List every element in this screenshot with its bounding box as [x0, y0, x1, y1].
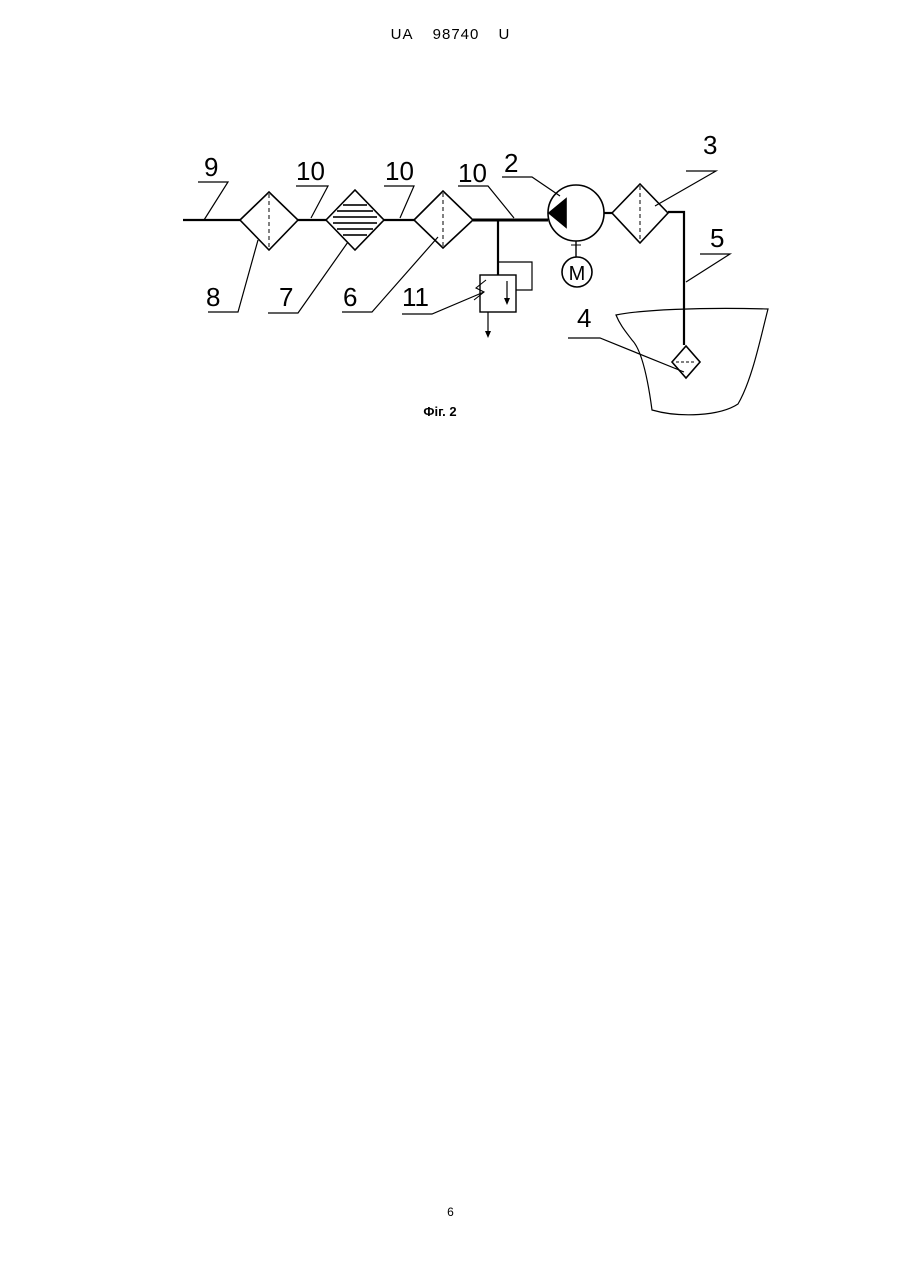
- patent-kind: U: [499, 26, 511, 43]
- label-3: 3: [703, 130, 717, 160]
- hydraulic-diagram: M: [160, 100, 780, 445]
- filter-3: [612, 184, 668, 243]
- motor-label: M: [569, 263, 586, 285]
- filter-6: [414, 191, 473, 248]
- label-10-a: 10: [296, 156, 325, 186]
- patent-country: UA: [391, 26, 414, 43]
- label-2: 2: [504, 148, 518, 178]
- label-11: 11: [402, 282, 429, 312]
- label-8: 8: [206, 282, 220, 312]
- suction-filter-4: [672, 346, 700, 378]
- label-7: 7: [279, 282, 293, 312]
- document-header: UA 98740 U: [0, 26, 901, 43]
- motor: M: [562, 257, 592, 287]
- relief-valve-11: [474, 220, 532, 338]
- label-5: 5: [710, 223, 724, 253]
- filter-8: [240, 192, 298, 250]
- label-10-b: 10: [385, 156, 414, 186]
- figure-caption: Фіг. 2: [0, 404, 880, 419]
- label-6: 6: [343, 282, 357, 312]
- filter-7: [326, 190, 384, 250]
- page-number: 6: [0, 1205, 901, 1219]
- label-10-c: 10: [458, 158, 487, 188]
- pump-2: [548, 185, 604, 257]
- patent-number: 98740: [433, 26, 480, 43]
- label-4: 4: [577, 303, 591, 333]
- label-9: 9: [204, 152, 218, 182]
